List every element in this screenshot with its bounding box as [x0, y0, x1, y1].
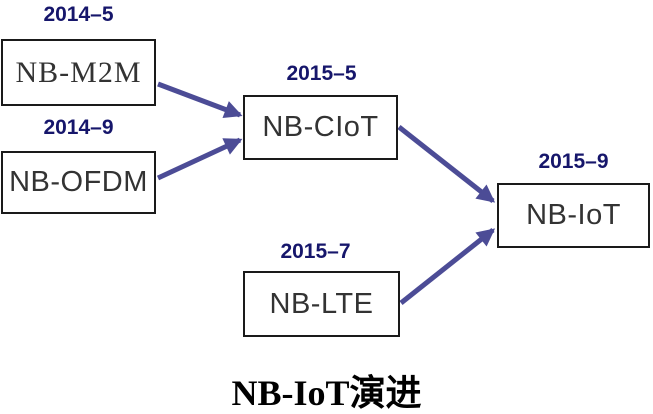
node-label-nb-ofdm: NB-OFDM [9, 166, 148, 198]
node-nb-lte: NB-LTE [243, 271, 400, 337]
node-nb-iot: NB-IoT [497, 183, 650, 248]
node-nb-ofdm: NB-OFDM [1, 151, 156, 214]
node-label-nb-iot: NB-IoT [526, 199, 621, 231]
node-label-nb-lte: NB-LTE [269, 287, 374, 320]
date-label-nb-ofdm: 2014–9 [43, 116, 114, 139]
date-label-nb-m2m: 2014–5 [43, 3, 114, 26]
date-label-nb-lte: 2015–7 [280, 240, 351, 263]
node-nb-m2m: NB-M2M [1, 39, 156, 106]
node-label-nb-m2m: NB-M2M [15, 55, 142, 89]
arrow-nbciot-to-nbiot [397, 125, 496, 203]
arrow-nbm2m-to-nbciot [157, 81, 243, 119]
arrow-nblte-to-nbiot [399, 228, 496, 305]
date-label-nb-iot: 2015–9 [538, 150, 609, 173]
node-label-nb-ciot: NB-CIoT [262, 111, 379, 143]
date-label-nb-ciot: 2015–5 [286, 62, 357, 85]
arrow-nbofdm-to-nbciot [156, 137, 243, 181]
diagram-title: NB-IoT演进 [231, 373, 422, 413]
node-nb-ciot: NB-CIoT [243, 95, 398, 160]
